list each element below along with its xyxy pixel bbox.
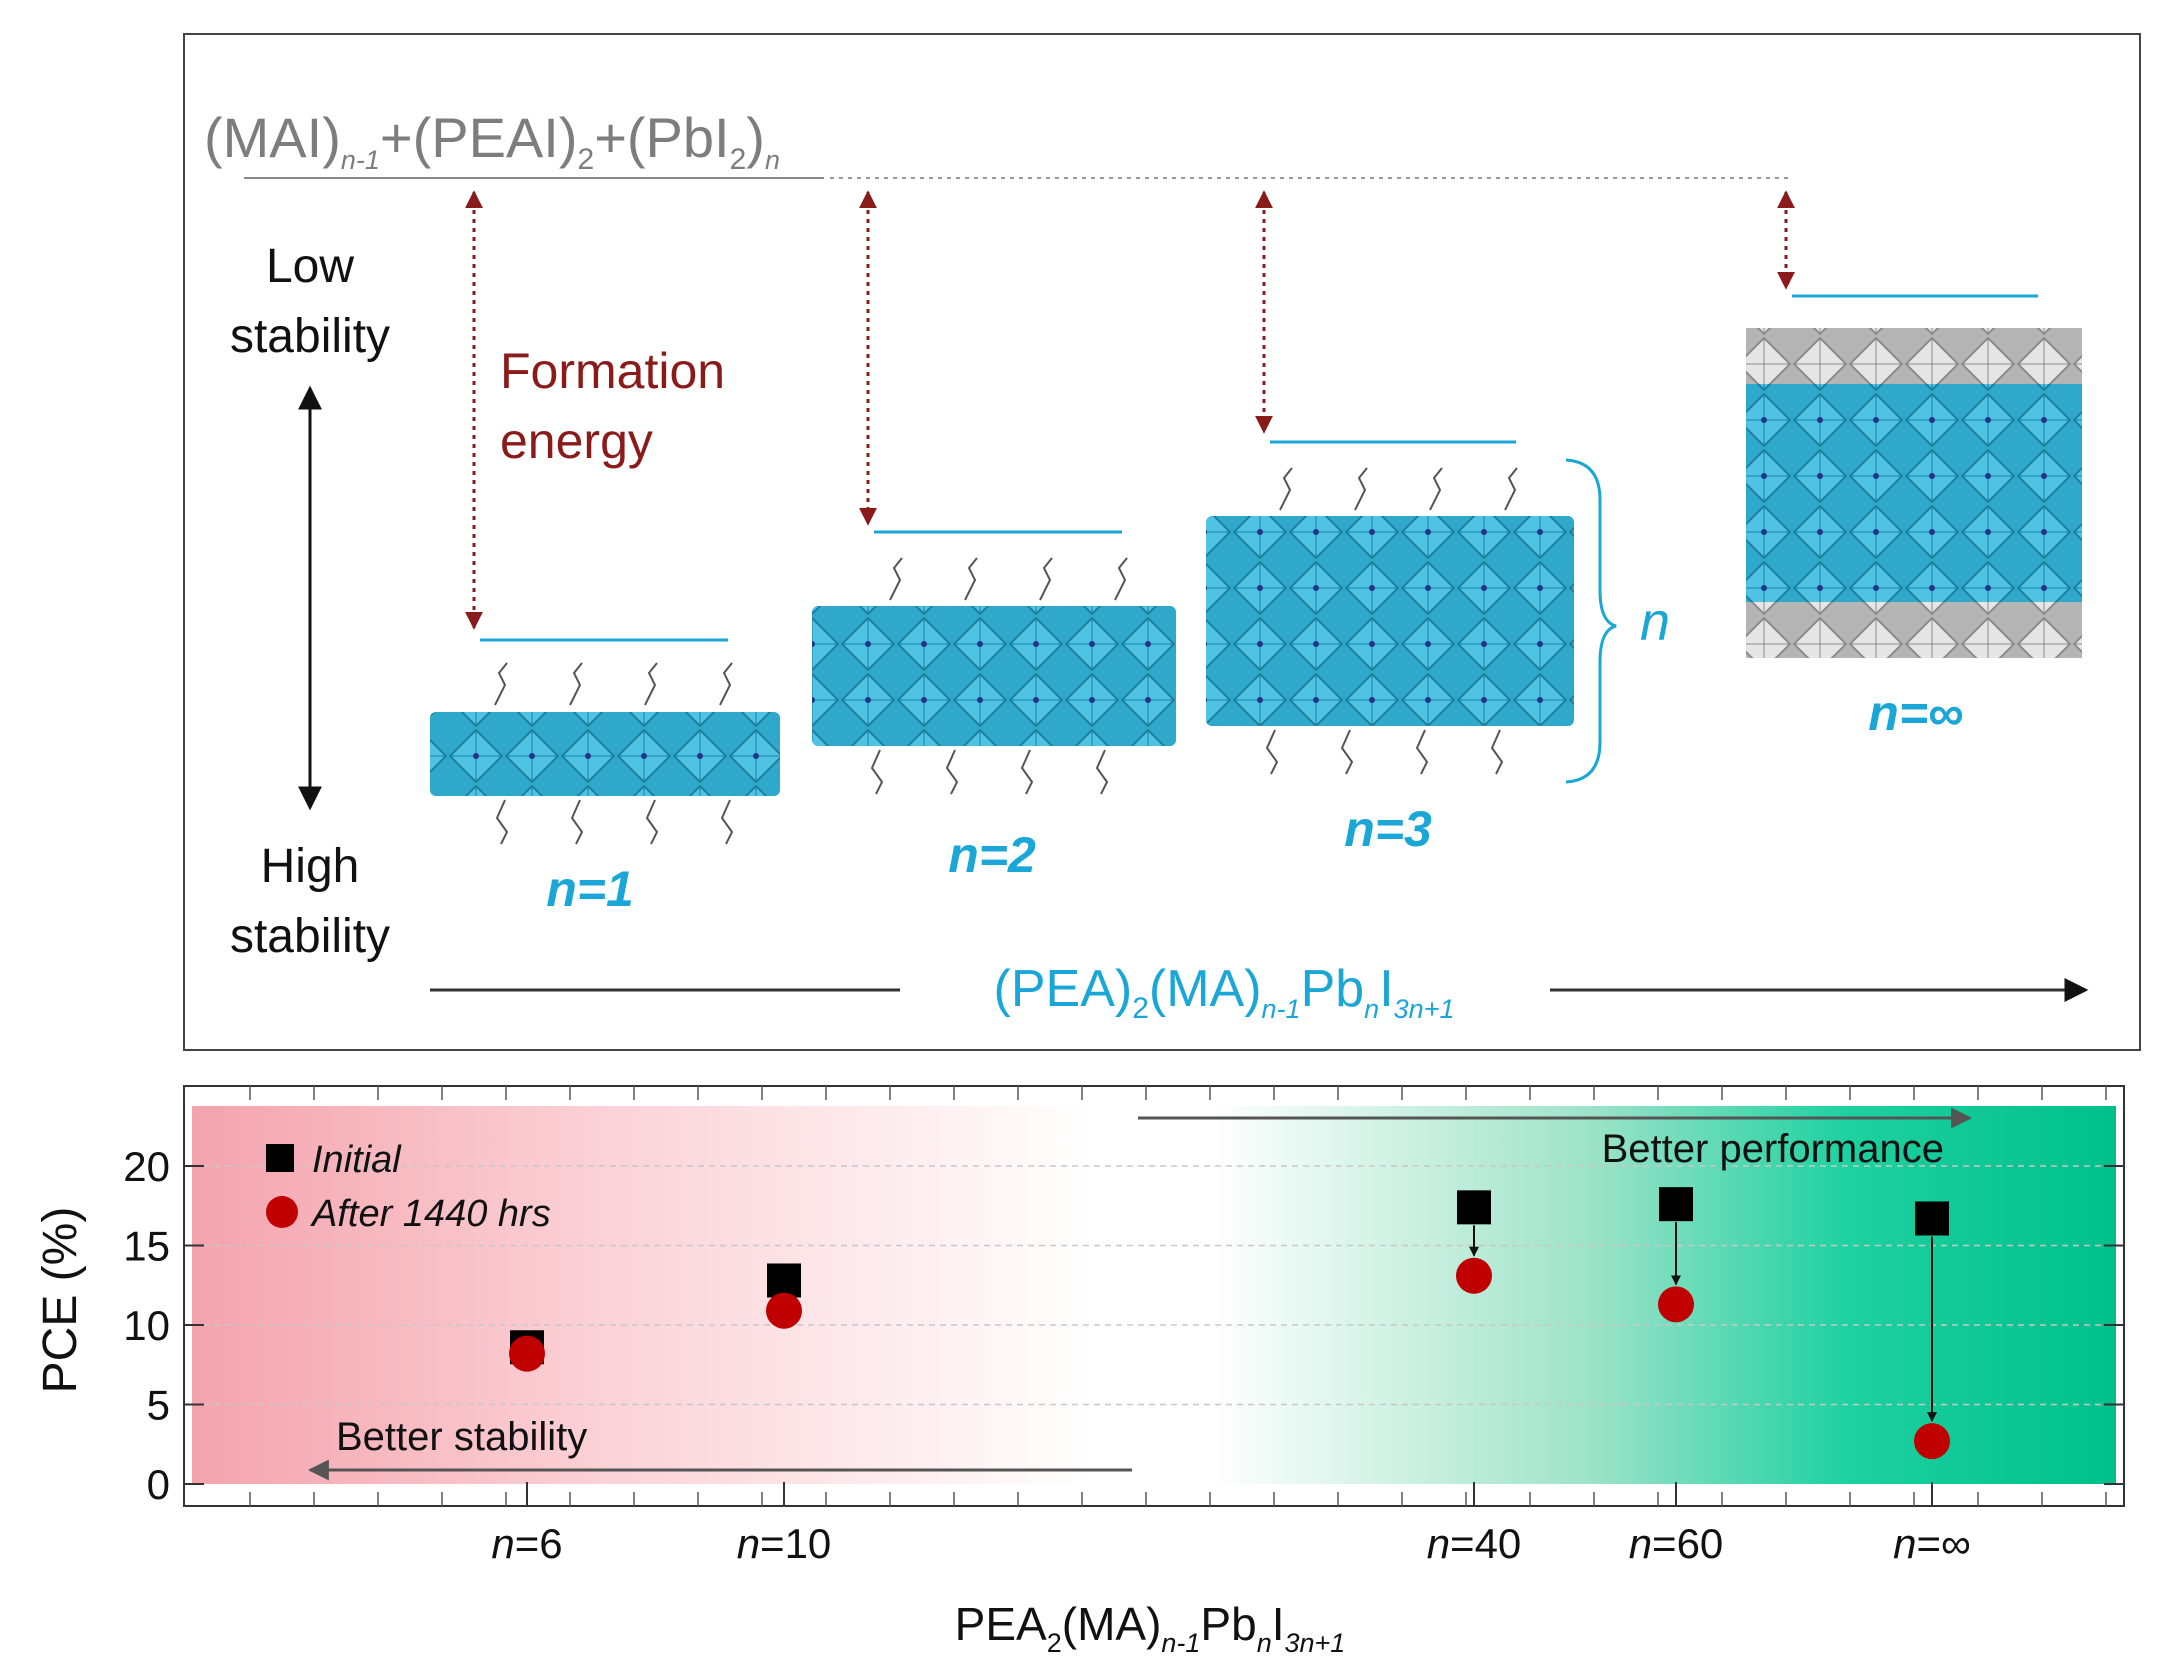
x-tick-label: n=10 <box>737 1520 832 1567</box>
initial-point <box>1915 1201 1949 1236</box>
aged-point <box>1658 1286 1694 1323</box>
legend-circle-marker <box>266 1196 298 1228</box>
layer-count-brace <box>1565 458 1617 784</box>
x-axis-ticks: n=6 n=10 n=40 n=60 n=∞ <box>491 1482 1971 1567</box>
initial-point <box>1659 1187 1693 1222</box>
top-panel-frame <box>183 33 2141 1051</box>
aged-point <box>766 1292 802 1329</box>
structure-n1: n=1 <box>430 662 780 917</box>
x-minor-ticks <box>249 1086 2107 1506</box>
phase-label-n1: n=1 <box>546 861 634 917</box>
legend: Initial After 1440 hrs <box>266 1139 551 1235</box>
formation-energy-label: Formation <box>500 343 725 399</box>
x-tick-label: n=6 <box>491 1520 562 1567</box>
plot-frame <box>183 1085 2125 1507</box>
aged-point <box>1456 1257 1492 1294</box>
legend-after-label: After 1440 hrs <box>310 1193 551 1235</box>
y-axis-ticks: 0 5 10 15 20 <box>123 1143 2124 1508</box>
phase-label-ninf: n=∞ <box>1868 685 1963 741</box>
aged-point <box>509 1335 545 1372</box>
low-stability-label-2: stability <box>230 310 390 363</box>
formation-energy-label-2: energy <box>500 413 653 469</box>
structure-n2: n=2 <box>812 557 1176 883</box>
y-tick-label: 15 <box>123 1223 170 1270</box>
phase-label-n2: n=2 <box>948 827 1036 883</box>
y-tick-label: 20 <box>123 1143 170 1190</box>
reactant-equation: (MAI)n-1+(PEAI)2+(PbI2)n <box>204 106 780 176</box>
x-tick-label: n=∞ <box>1893 1520 1971 1567</box>
low-stability-label: Low <box>266 240 354 293</box>
plot-background-gradient <box>192 1106 2116 1484</box>
composition-formula: (PEA)2(MA)n-1PbnI3n+1 <box>994 960 1455 1025</box>
phase-label-n3: n=3 <box>1344 801 1432 857</box>
legend-square-marker <box>266 1144 294 1172</box>
data-points <box>509 1187 1950 1460</box>
x-tick-label: n=60 <box>1629 1520 1724 1567</box>
brace-label: n <box>1640 592 1670 652</box>
y-axis-title: PCE (%) <box>34 1207 87 1394</box>
structure-ninf: n=∞ <box>1746 328 2082 741</box>
better-stability-label: Better stability <box>336 1415 587 1459</box>
high-stability-label: High <box>261 840 360 893</box>
x-tick-label: n=40 <box>1427 1520 1522 1567</box>
y-gridlines <box>192 1165 2116 1406</box>
y-tick-label: 10 <box>123 1302 170 1349</box>
initial-point <box>767 1263 801 1298</box>
x-axis-title: PEA2(MA)n-1PbnI3n+1 <box>955 1598 1346 1658</box>
structure-n3: n=3 <box>1206 467 1574 857</box>
better-performance-label: Better performance <box>1602 1127 1944 1171</box>
initial-point <box>1457 1190 1491 1225</box>
aged-point <box>1914 1423 1950 1460</box>
high-stability-label-2: stability <box>230 910 390 963</box>
y-tick-label: 0 <box>147 1461 170 1508</box>
legend-initial-label: Initial <box>312 1139 402 1181</box>
y-tick-label: 5 <box>147 1382 170 1429</box>
